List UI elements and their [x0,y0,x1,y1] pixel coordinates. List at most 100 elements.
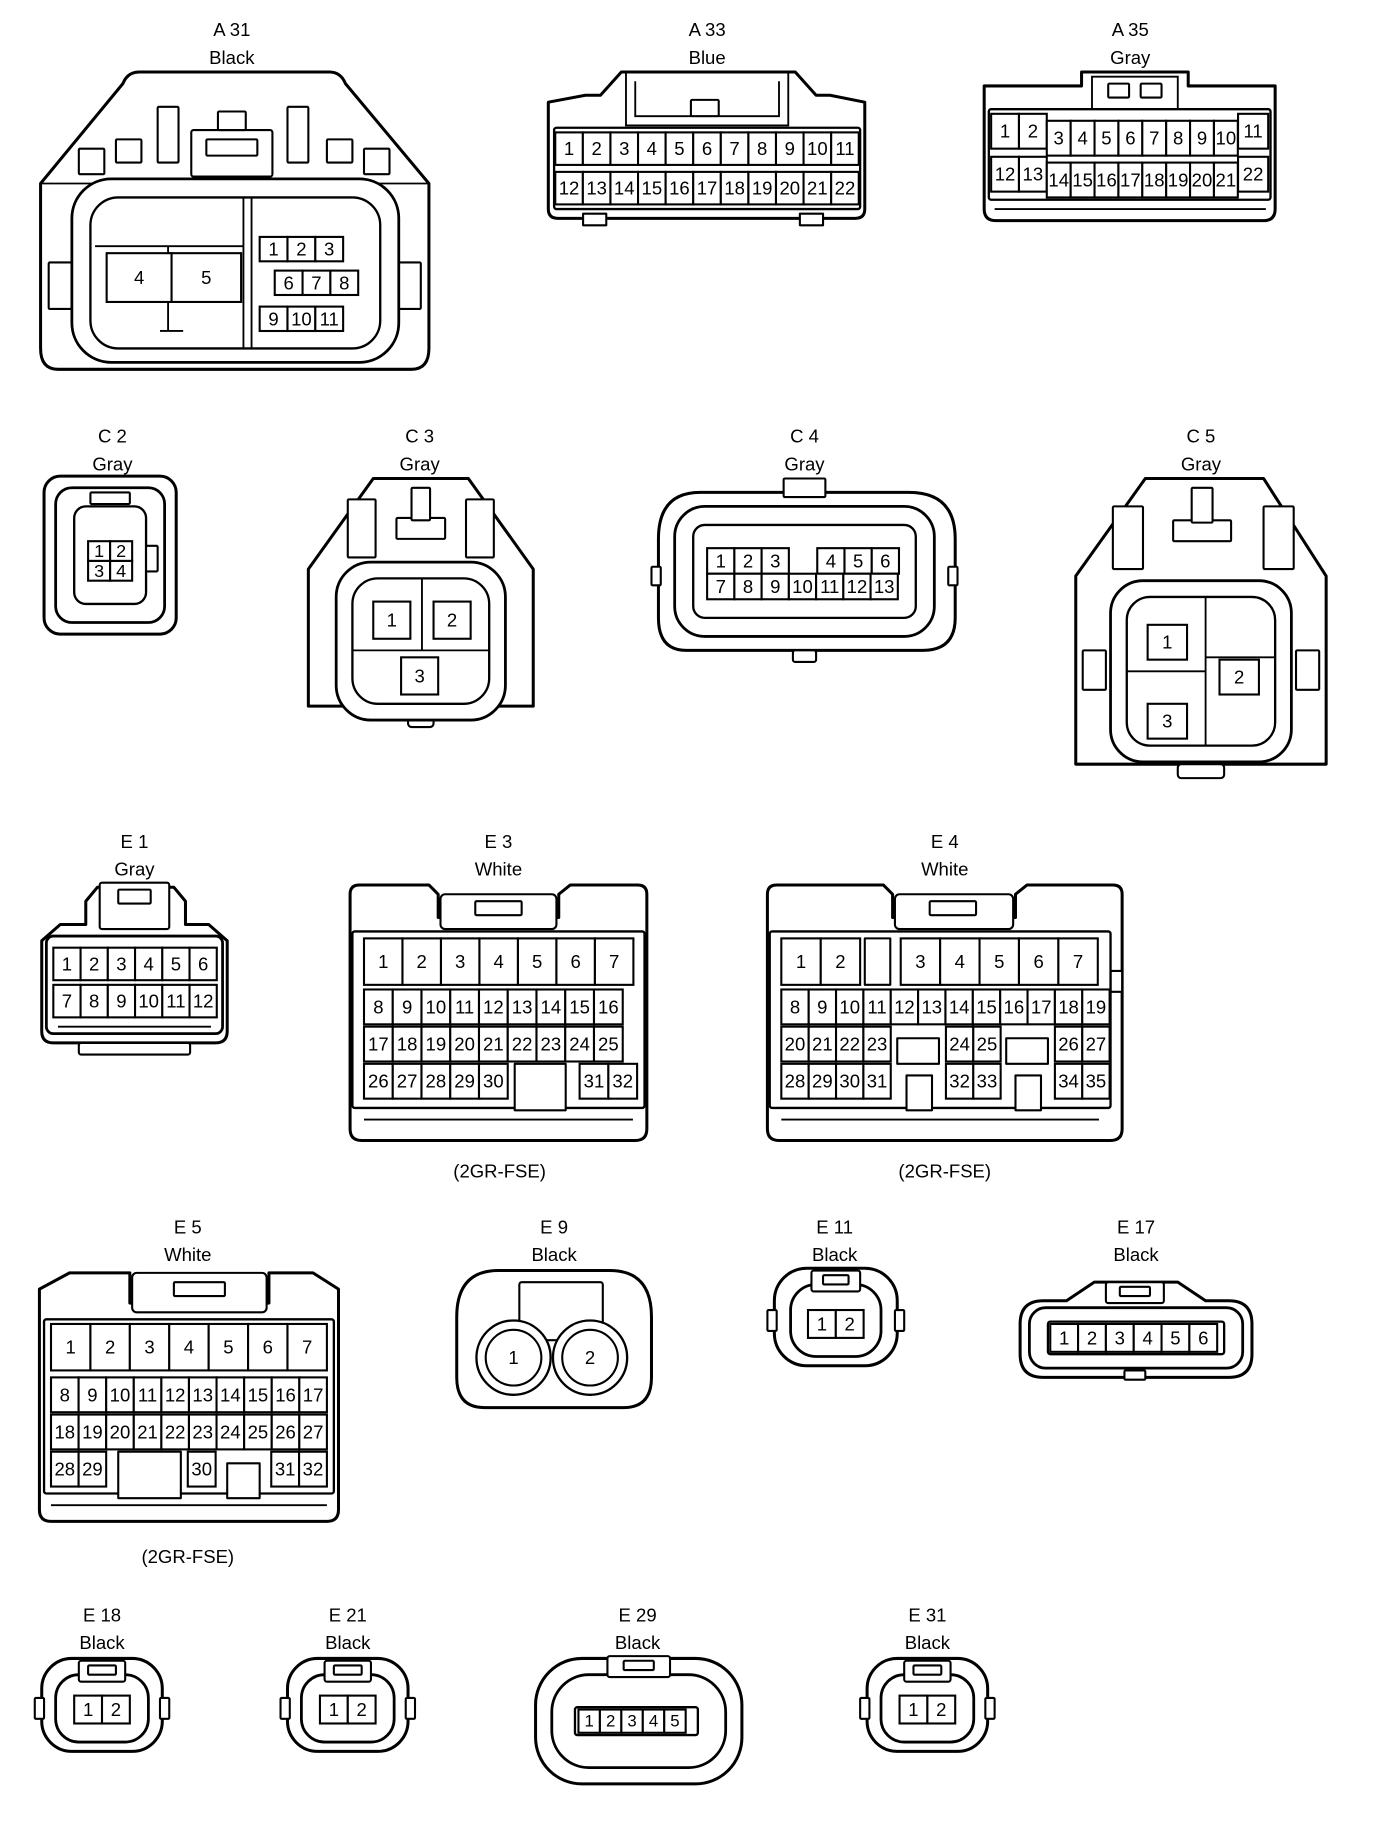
pin-number: 20 [1192,170,1213,191]
pin-cell: 5 [161,946,191,982]
pin-cell: 5 [516,937,558,986]
pin-number: 8 [1173,128,1183,149]
connector-id-label: E 9 [540,1216,568,1237]
pin-number: 3 [915,951,925,972]
pin-cavity [1237,155,1270,193]
pin-cavity [807,988,838,1026]
pin-number: 1 [585,1712,594,1731]
pin-cell: 16 [664,170,695,206]
pin-number: 5 [223,1337,233,1358]
pin-cell: 10 [286,305,317,333]
pin-cell: 15 [971,988,1002,1026]
pin-number: 10 [291,308,312,329]
pin-cell: 22 [160,1413,190,1451]
pin-number: 2 [845,1313,855,1334]
pin-cell: 8 [780,988,810,1026]
lock-tab [89,491,131,506]
pin-cell: 23 [535,1025,567,1063]
pin-cell: 9 [760,572,790,601]
pin-number: 17 [1031,996,1052,1017]
pin-cavity [106,983,137,1019]
latch-rib [286,105,310,164]
pin-number: 8 [339,272,349,293]
pin-cavity [49,1413,80,1451]
lock-tab-head [410,486,432,522]
pin-cell: 21 [1212,161,1239,199]
pin-number: 2 [743,550,753,571]
pin-cell: 25 [243,1413,273,1451]
side-lug [859,1696,871,1720]
pin-number: 12 [995,164,1016,185]
pin-number: 1 [1000,121,1010,142]
pin-number: 4 [494,951,504,972]
pin-number: 9 [817,996,827,1017]
pin-number: 19 [1168,170,1189,191]
side-lug [33,1696,46,1720]
pin-number: 26 [368,1071,389,1092]
pin-number: 19 [82,1421,103,1442]
pin-cavity [1132,1322,1163,1353]
pin-number: 21 [1216,170,1237,191]
pin-cavity [990,112,1021,150]
pin-cavity [898,1694,929,1725]
pin-cavity [432,600,472,640]
lock-tab-window [117,888,152,905]
pin-cell: 11 [815,572,845,601]
pin-cell: 14 [609,170,640,206]
connector-color-label: Gray [400,453,441,474]
pin-cavity [439,937,481,986]
pin-cell: 7 [1141,119,1168,157]
pin-cell: 4 [816,547,846,575]
pin-number: 14 [220,1384,241,1405]
guide-rib [582,212,608,227]
pin-cell: 10 [1212,119,1239,157]
pin-number: 17 [1120,170,1141,191]
pin-cavity [636,131,667,166]
pin-cell: 17 [1117,161,1144,199]
pin-number: 14 [949,996,970,1017]
pin-number: 33 [977,1071,998,1092]
connector-id-label: E 1 [121,831,149,852]
pin-number: 13 [874,576,895,597]
pin-cell: 4 [134,946,164,982]
pin-cavity [889,988,920,1026]
pin-cell: 15 [636,170,667,206]
pin-number: 3 [770,550,780,571]
pin-cell: 19 [77,1413,108,1451]
pin-number: 22 [835,178,856,199]
pin-cell: 3 [400,656,440,696]
pin-cavity [105,1376,135,1414]
pin-cell: 10 [420,988,452,1026]
pin-number: 27 [397,1071,418,1092]
connector-id-label: E 29 [619,1604,657,1625]
engine-variant-note: (2GR-FSE) [453,1161,546,1182]
pin-number: 17 [697,178,718,199]
pin-cell: 1 [372,600,412,640]
pin-number: 24 [949,1034,970,1055]
pin-cell: 20 [1189,161,1215,199]
pin-number: 10 [426,996,447,1017]
lock-tab-window [87,1664,117,1676]
pin-number: 31 [867,1071,888,1092]
pin-number: 5 [674,138,684,159]
pin-number: 8 [790,996,800,1017]
pin-cavity [780,937,822,986]
pin-number: 11 [138,1384,157,1405]
pin-cell: 26 [1053,1025,1084,1063]
pin-number: 6 [283,272,293,293]
pin-cell: 3 [128,1322,171,1372]
pin-cavity [926,1694,957,1725]
pin-cell: 9 [391,988,423,1026]
pin-cell: 6 [273,269,304,297]
pin-cell: 1 [49,1322,92,1372]
pin-number: 3 [94,561,104,581]
pin-cell: 1 [806,1308,837,1339]
connector-color-label: Black [79,1632,125,1653]
pin-cell: 29 [77,1450,108,1488]
pin-number: 10 [792,576,813,597]
